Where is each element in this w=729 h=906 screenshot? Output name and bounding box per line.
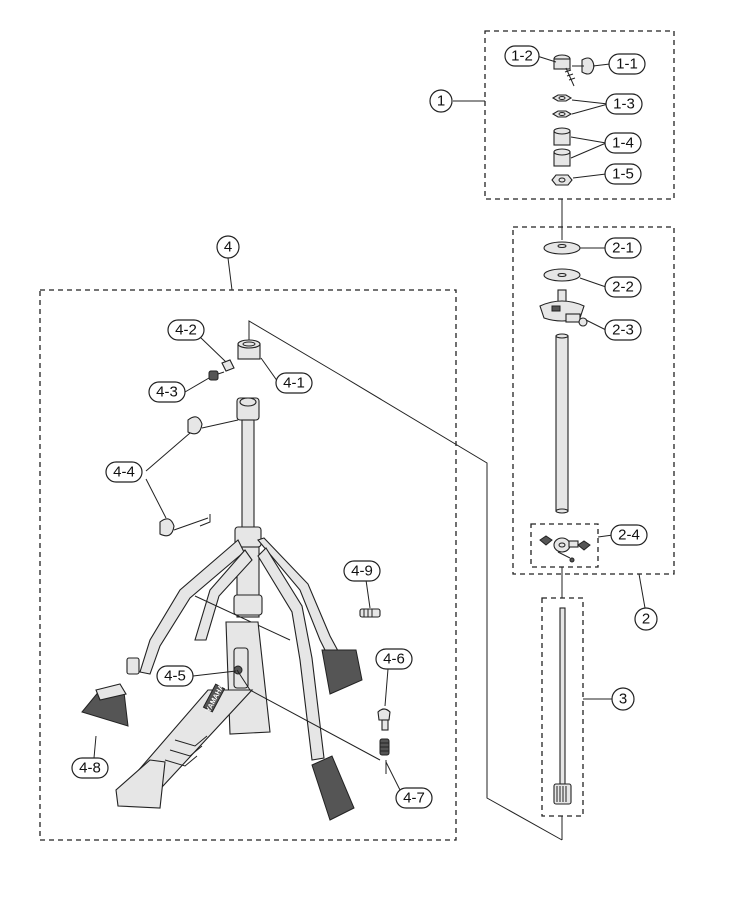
label-2-1: 2-1 [604,237,642,259]
svg-text:4-3: 4-3 [156,384,178,401]
part-1-4-felts [553,127,571,167]
label-4-7: 4-7 [395,787,433,809]
part-2-4-box [530,523,599,568]
label-4-2: 4-2 [167,319,205,341]
part-4-1-top-cap [237,339,261,360]
stand-body [126,397,363,821]
part-upper-pull-rod [555,333,569,514]
label-2-2: 2-2 [604,276,642,298]
svg-text:2-4: 2-4 [618,527,640,544]
part-4-4-wing-screws [159,416,239,537]
part-lower-pull-rod [553,607,572,805]
label-2-3: 2-3 [604,319,642,341]
svg-text:4: 4 [224,239,232,256]
svg-text:2-3: 2-3 [612,322,634,339]
svg-text:1-4: 1-4 [612,135,634,152]
group-1-label: 1 [429,89,453,113]
svg-text:2-2: 2-2 [612,279,634,296]
label-2-4: 2-4 [610,524,648,546]
group-3-label: 3 [611,687,635,711]
group-1-box [484,30,675,200]
part-4-8-rubber-foot [81,683,129,727]
label-4-9: 4-9 [343,560,381,582]
svg-text:4-8: 4-8 [79,760,101,777]
group-4-box [39,289,457,841]
part-1-2-bolt [553,54,576,87]
part-4-9-bolt [359,608,381,618]
part-1-3-nuts [551,94,573,118]
svg-text:1-1: 1-1 [616,56,638,73]
label-1-1: 1-1 [608,53,646,75]
label-4-1: 4-1 [275,372,313,394]
svg-text:1: 1 [437,93,445,110]
label-4-3: 4-3 [148,381,186,403]
svg-text:2-1: 2-1 [612,240,634,257]
assembly-guide-line [248,320,563,841]
label-4-8: 4-8 [71,757,109,779]
part-4-5-link [233,665,243,675]
svg-text:4-1: 4-1 [283,375,305,392]
svg-text:4-2: 4-2 [175,322,197,339]
svg-text:4-4: 4-4 [113,464,135,481]
svg-text:4-6: 4-6 [383,651,405,668]
group-2-box [512,226,675,575]
svg-text:1-2: 1-2 [511,48,533,65]
label-1-2: 1-2 [504,45,540,67]
svg-text:1-3: 1-3 [613,96,635,113]
svg-text:4-7: 4-7 [403,790,425,807]
svg-text:4-5: 4-5 [164,668,186,685]
svg-text:1-5: 1-5 [612,166,634,183]
label-4-6: 4-6 [375,648,413,670]
part-2-2-felt [543,268,581,282]
svg-text:4-9: 4-9 [351,563,373,580]
part-1-5-nut [551,174,573,186]
group-2-label: 2 [634,607,658,631]
part-pedal: YAMAHA [115,621,271,809]
label-1-3: 1-3 [605,93,643,115]
label-4-4: 4-4 [105,461,143,483]
part-2-4-stopper [539,535,591,563]
group-4-label: 4 [216,235,240,259]
part-4-2-plate [221,359,235,372]
label-1-4: 1-4 [604,132,642,154]
label-4-5: 4-5 [156,665,194,687]
part-1-1-wing-screw [572,57,595,75]
part-2-3-cup-seat [539,289,588,327]
part-2-1-cup-washer [543,241,581,255]
svg-text:3: 3 [619,691,627,708]
part-4-3-bolt [208,370,225,381]
svg-text:2: 2 [642,611,650,628]
label-1-5: 1-5 [604,163,642,185]
part-4-6-screw [377,708,391,731]
part-4-7-spring [379,738,390,756]
